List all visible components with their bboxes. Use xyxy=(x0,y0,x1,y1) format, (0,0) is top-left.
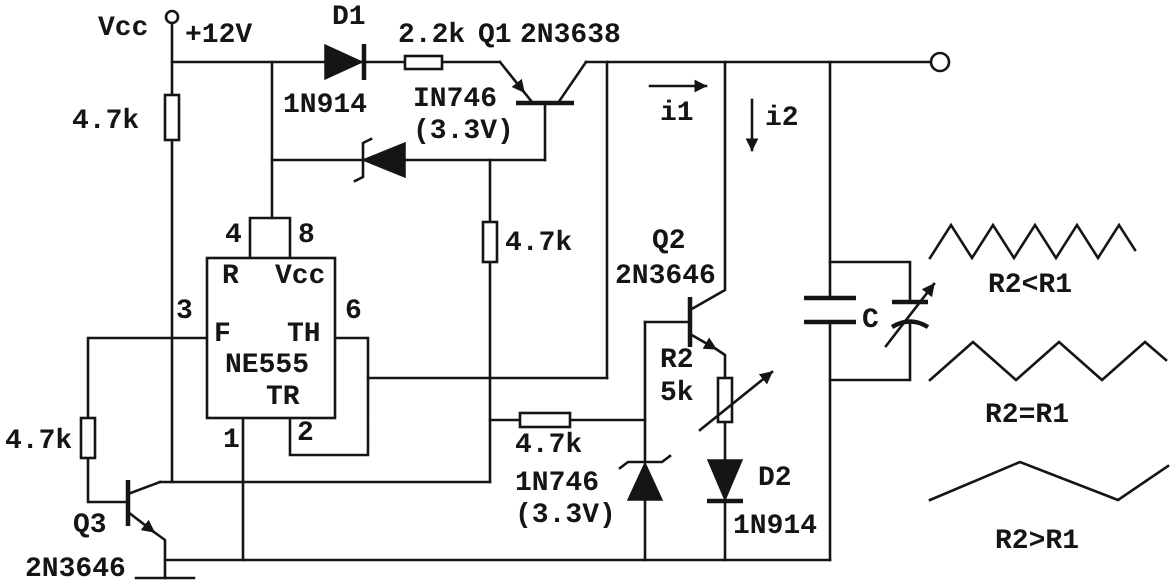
wire-q3-base xyxy=(86,456,129,504)
supply-voltage-label: +12V xyxy=(185,20,252,51)
q1-name: Q1 xyxy=(478,20,512,51)
wire-pin4-8-bracket xyxy=(248,216,292,260)
zener-bottom: 1N746 (3.3V) xyxy=(515,454,672,531)
q1-collector xyxy=(556,60,588,105)
ne555-pin-6-number: 6 xyxy=(345,296,362,327)
diode-d1-name: D1 xyxy=(332,2,366,33)
ne555-pin-reset-name: R xyxy=(222,261,239,292)
resistor-2k2: 2.2k xyxy=(398,20,465,71)
waveform-label: R2<R1 xyxy=(988,270,1072,301)
r2-adjust-arrow xyxy=(698,370,774,432)
resistor-2k2-body xyxy=(403,54,444,71)
q1-emitter xyxy=(498,60,526,94)
ne555-pin-threshold-name: TH xyxy=(287,319,321,350)
ne555-body xyxy=(205,256,337,420)
waveform-r2-greater-r1: R2>R1 xyxy=(928,460,1170,557)
r2-name: R2 xyxy=(660,345,694,376)
q3-collector xyxy=(126,480,162,496)
q2-name: Q2 xyxy=(652,226,686,257)
transistor-q2: Q2 2N3646 xyxy=(615,60,727,380)
ne555-chip: NE555 4 8 3 6 1 2 R Vcc F TH TR xyxy=(176,220,362,456)
waveform-r2-less-r1: R2<R1 xyxy=(928,222,1137,301)
ne555-pin-8-number: 8 xyxy=(298,220,315,251)
q1-part: 2N3638 xyxy=(520,20,621,51)
wire-pin3-out xyxy=(86,336,209,420)
transistor-q1: Q1 2N3638 xyxy=(478,20,621,106)
power-supply: Vcc +12V xyxy=(98,9,252,51)
zener-top-bar xyxy=(353,137,373,183)
diode-d1: D1 1N914 xyxy=(283,2,367,121)
current-i2-label: i2 xyxy=(765,103,799,134)
current-indicators: i1 i2 xyxy=(648,79,799,152)
ne555-pin-output-name: F xyxy=(214,319,231,350)
resistor-zener-feed-body xyxy=(518,411,572,429)
vcc-label: Vcc xyxy=(98,13,148,44)
resistor-zener-feed-value: 4.7k xyxy=(515,430,582,461)
waveform-trace xyxy=(928,340,1168,382)
diode-d2-triangle xyxy=(706,459,744,502)
ne555-pin-trigger-name: TR xyxy=(266,382,300,413)
capacitor-name: C xyxy=(862,305,879,336)
resistor-base-divider-value: 4.7k xyxy=(505,228,572,259)
transistor-q3: Q3 2N3646 xyxy=(25,480,196,581)
zener-top-voltage: (3.3V) xyxy=(413,116,514,147)
zener-top-part: IN746 xyxy=(413,84,497,115)
wire-varcap-loop-bottom xyxy=(828,320,912,382)
waveform-trace xyxy=(928,460,1170,502)
wires xyxy=(86,21,933,562)
waveform-r2-equal-r1: R2=R1 xyxy=(928,340,1168,431)
q2-emitter xyxy=(688,332,718,351)
ne555-pin-1-number: 1 xyxy=(223,425,240,456)
zener-bottom-voltage: (3.3V) xyxy=(515,500,616,531)
q2-collector xyxy=(688,60,727,312)
waveform-label: R2>R1 xyxy=(995,526,1079,557)
resistor-pullup-left: 4.7k xyxy=(72,93,181,142)
q3-part: 2N3646 xyxy=(25,554,126,581)
resistor-zener-feed: 4.7k xyxy=(515,411,582,461)
resistor-2k2-value: 2.2k xyxy=(398,20,465,51)
diode-d1-triangle xyxy=(324,43,364,81)
resistor-q3-base-body xyxy=(79,416,97,460)
q3-emitter xyxy=(126,510,156,534)
zener-bottom-bar xyxy=(618,454,672,470)
waveform-label: R2=R1 xyxy=(985,400,1069,431)
wire-pin2-pin6 xyxy=(288,336,370,457)
q3-emitter-tail xyxy=(152,530,167,580)
resistor-q3-base: 4.7k xyxy=(5,416,97,460)
vcc-terminal xyxy=(164,9,180,25)
diode-d1-part: 1N914 xyxy=(283,90,367,121)
r2-value: 5k xyxy=(660,378,694,409)
ne555-part: NE555 xyxy=(225,350,309,381)
ne555-pin-4-number: 4 xyxy=(225,220,242,251)
r2-body xyxy=(716,376,734,424)
current-i1-label: i1 xyxy=(660,98,694,129)
zener-top: IN746 (3.3V) xyxy=(353,84,514,183)
q2-emitter-tail xyxy=(714,347,727,380)
diode-d2-part: 1N914 xyxy=(733,511,817,542)
wire-varcap-loop-top xyxy=(828,260,912,304)
zener-bottom-triangle xyxy=(626,461,664,501)
resistor-base-divider-body xyxy=(481,220,499,264)
diode-d2: D2 1N914 xyxy=(706,459,817,542)
zener-top-triangle xyxy=(361,141,406,179)
diode-d2-name: D2 xyxy=(758,463,792,494)
variable-resistor-r2: R2 5k xyxy=(660,345,774,432)
ne555-pin-3-number: 3 xyxy=(176,296,193,327)
trimmer-plate-bottom xyxy=(890,319,930,329)
resistor-pullup-left-value: 4.7k xyxy=(72,106,139,137)
trimmer-adjust-arrow xyxy=(884,282,936,348)
ne555-pin-vcc-name: Vcc xyxy=(275,261,325,292)
zener-bottom-part: 1N746 xyxy=(515,468,599,499)
ne555-pin-2-number: 2 xyxy=(297,418,314,449)
q2-part: 2N3646 xyxy=(615,261,716,292)
resistor-pullup-left-body xyxy=(163,93,181,142)
waveform-trace xyxy=(928,222,1137,261)
q1-emitter-tail xyxy=(522,90,534,104)
output-terminal xyxy=(929,51,951,73)
capacitor-c: C xyxy=(804,282,936,348)
q3-name: Q3 xyxy=(73,510,107,541)
resistor-base-divider: 4.7k xyxy=(481,220,572,264)
resistor-q3-base-value: 4.7k xyxy=(5,426,72,457)
